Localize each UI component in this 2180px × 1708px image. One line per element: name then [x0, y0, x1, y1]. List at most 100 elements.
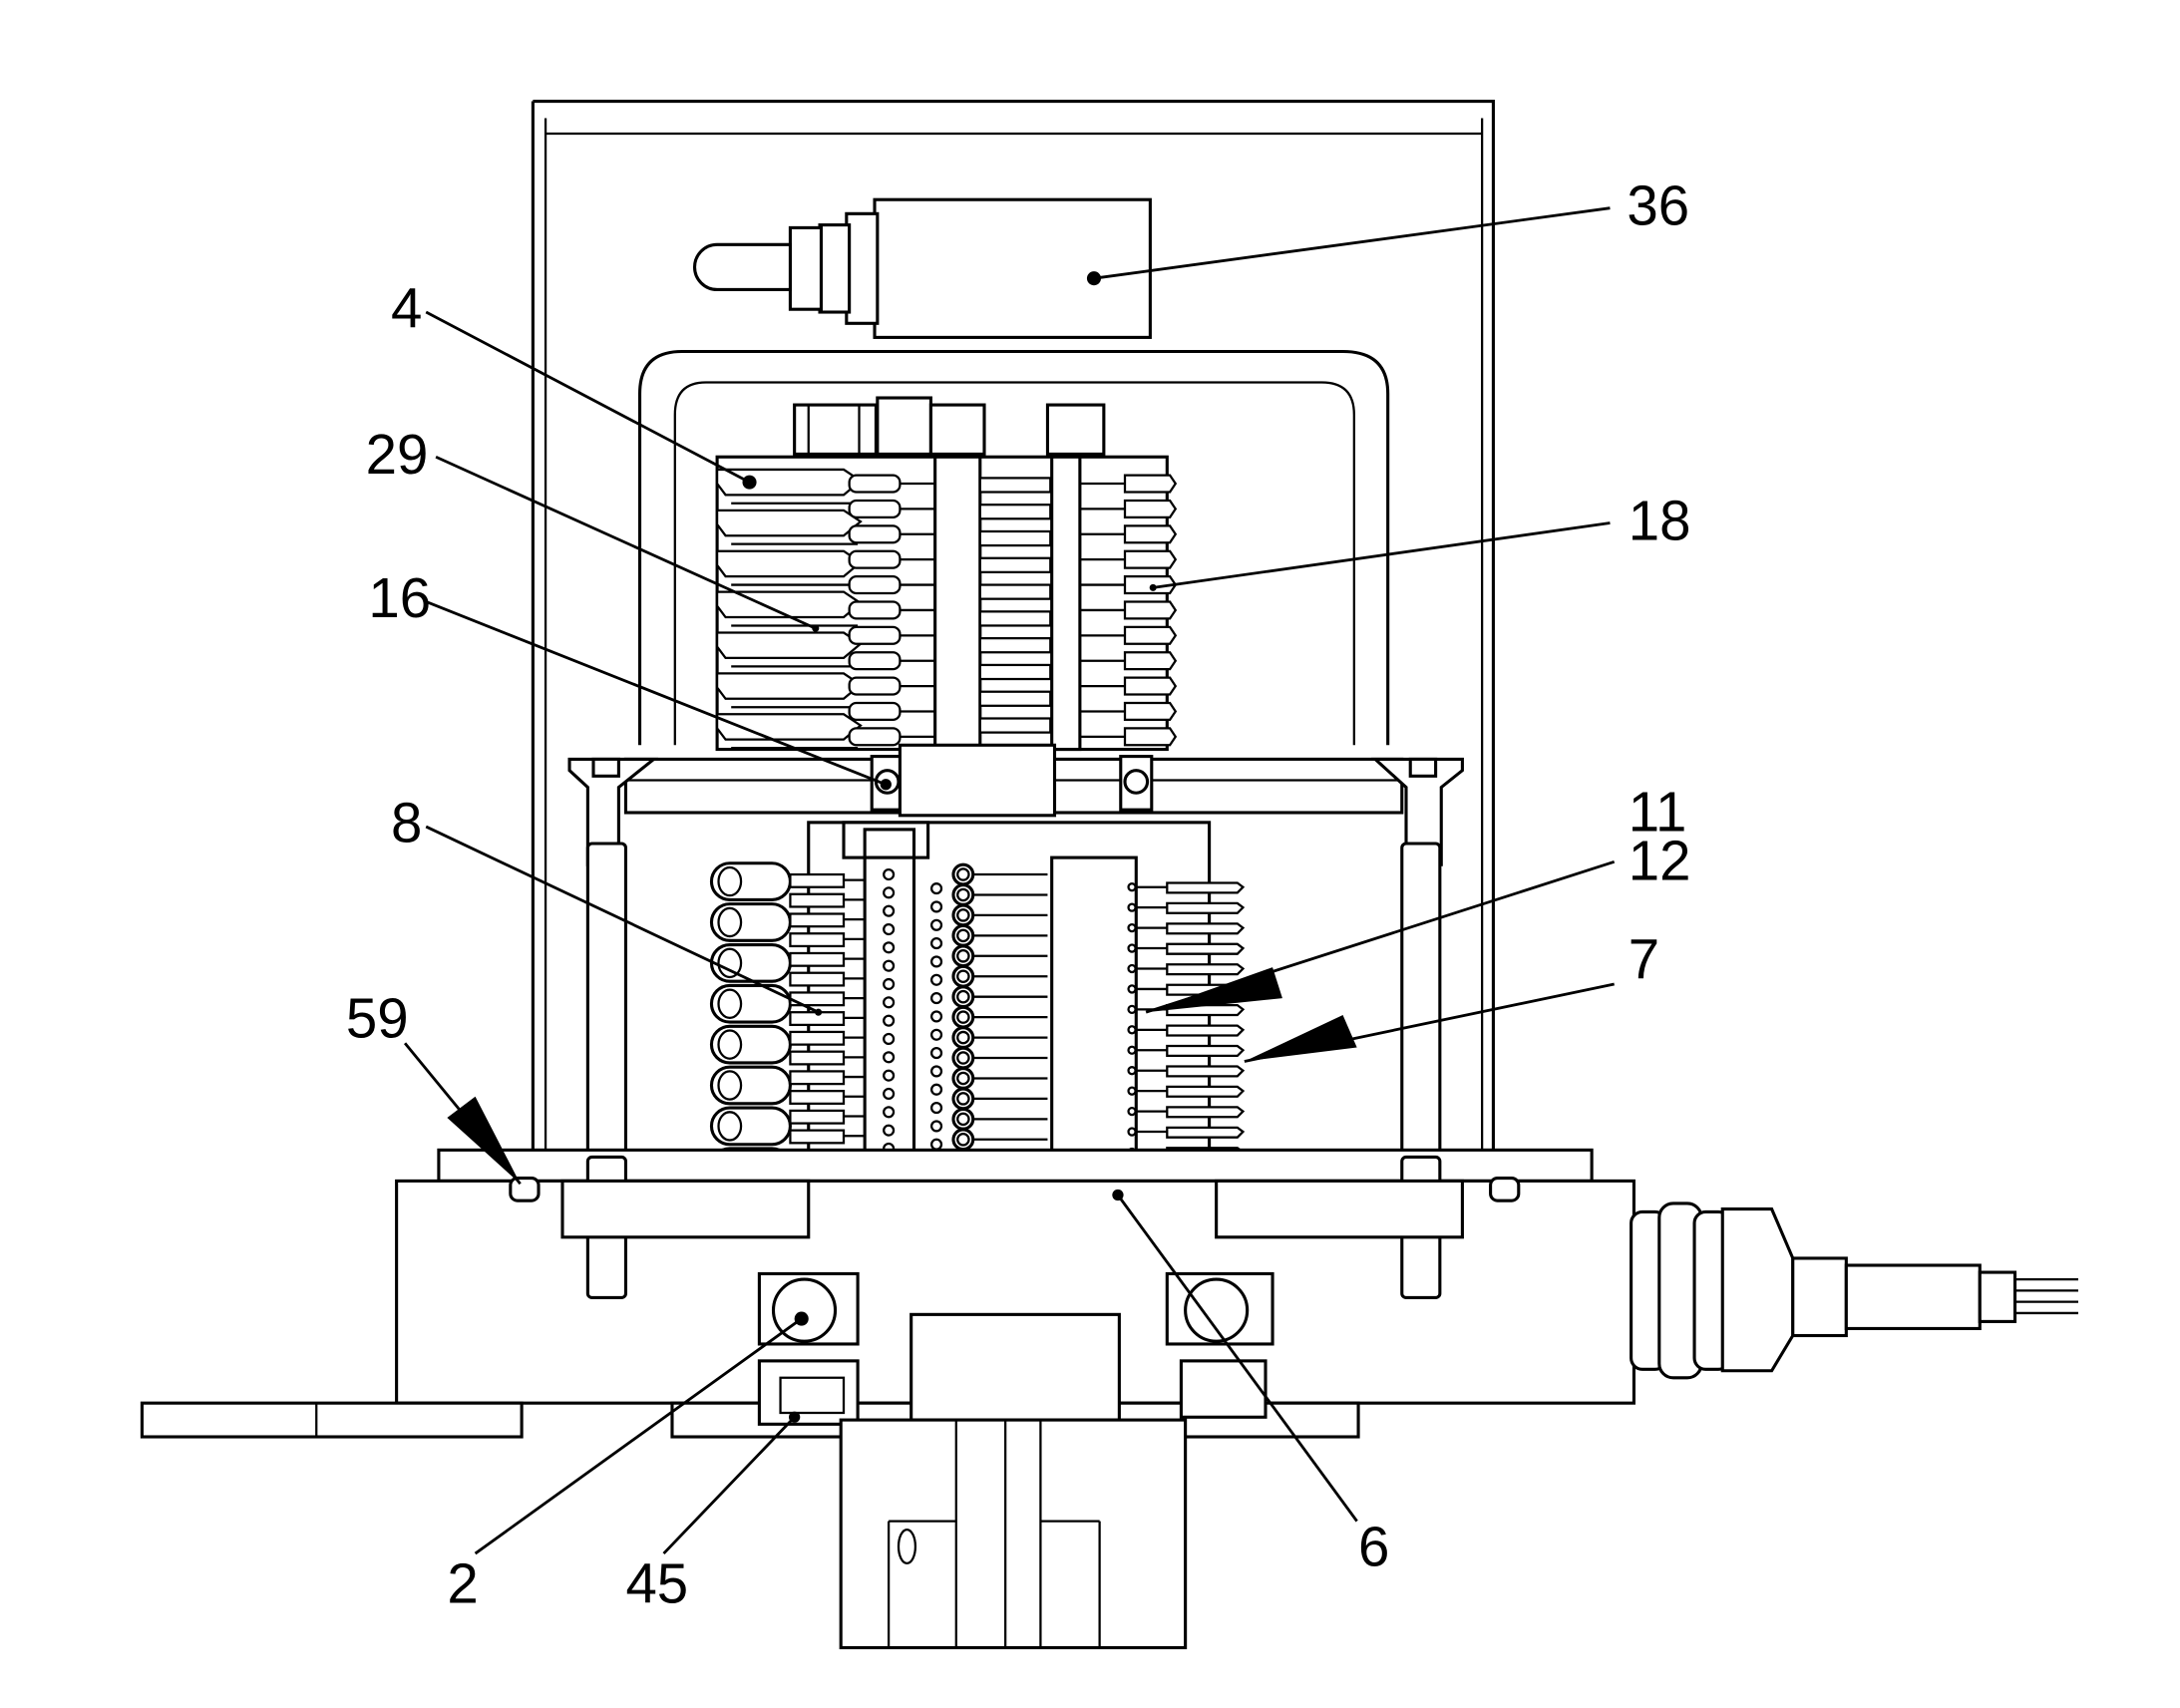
shaft-hole	[929, 918, 943, 931]
contact-ball-inner	[956, 969, 970, 984]
contact-ball	[951, 1067, 975, 1090]
upper-right-finger	[1123, 549, 1178, 569]
lower-right-pin	[1127, 984, 1137, 994]
lower-right-finger	[1166, 1024, 1246, 1037]
lower-right-pin	[1127, 1066, 1137, 1076]
contact-ball	[951, 862, 975, 886]
upper-center-plate	[978, 690, 1052, 707]
shaft-hole	[883, 1014, 896, 1027]
lower-left-contact	[789, 872, 846, 888]
contact-ball-inner	[956, 928, 970, 943]
upper-center-plate	[978, 610, 1052, 627]
upper-left-terminal	[848, 574, 902, 595]
upper-center-plate	[978, 477, 1052, 494]
upper-center-plate	[978, 663, 1052, 681]
upper-right-finger	[1123, 676, 1178, 696]
lower-left-contact	[789, 1129, 846, 1145]
shaft-hole	[929, 1065, 943, 1078]
lower-right-finger	[1166, 1044, 1246, 1058]
lower-left-lug	[709, 1065, 792, 1106]
upper-left-finger	[715, 468, 863, 497]
lower-right-pin	[1127, 1025, 1137, 1035]
contact-ball	[951, 1046, 975, 1070]
shaft-hole	[929, 955, 943, 968]
callout-45: 45	[625, 1551, 688, 1614]
lower-left-lug-hole	[717, 906, 743, 938]
callout-18: 18	[1629, 489, 1691, 551]
lower-right-finger	[1166, 1065, 1246, 1078]
contact-ball	[951, 1005, 975, 1029]
shaft-hole	[929, 937, 943, 950]
callout-4: 4	[391, 277, 422, 340]
shaft-hole	[883, 886, 896, 899]
cage-frame	[637, 349, 1390, 746]
lower-right-finger	[1166, 881, 1246, 894]
lower-right-pin	[1127, 922, 1137, 933]
lower-right-pin	[1127, 1106, 1137, 1117]
lower-right-pin	[1127, 902, 1137, 912]
contact-ball-inner	[956, 908, 970, 922]
middle-plate	[567, 743, 1464, 1302]
upper-contact-stack	[715, 396, 1178, 752]
contact-ball-inner	[956, 1092, 970, 1106]
shaft-hole	[929, 1138, 943, 1151]
lower-left-contact	[789, 892, 846, 908]
shaft-hole	[883, 1051, 896, 1064]
upper-left-terminal	[848, 600, 902, 620]
upper-right-finger	[1123, 574, 1178, 595]
contact-ball	[951, 903, 975, 927]
lower-right-finger	[1166, 963, 1246, 976]
lower-right-pin	[1127, 963, 1137, 974]
lower-left-lug-hole	[717, 1111, 743, 1142]
lower-left-lug	[709, 1106, 792, 1147]
upper-right-finger	[1123, 625, 1178, 645]
contact-ball	[951, 1128, 975, 1152]
lower-left-lug-hole	[717, 947, 743, 979]
part-36-component	[692, 197, 1152, 339]
upper-left-finger	[715, 549, 863, 578]
shaft-hole	[883, 1069, 896, 1082]
upper-left-finger	[715, 672, 863, 700]
lower-right-pin	[1127, 943, 1137, 953]
contact-ball-inner	[956, 1010, 970, 1024]
lower-left-contact	[789, 1050, 846, 1066]
callout-59: 59	[346, 987, 409, 1050]
shaft-hole	[929, 1083, 943, 1096]
lower-right-finger	[1166, 922, 1246, 935]
upper-left-terminal	[848, 524, 902, 544]
lower-left-contact	[789, 912, 846, 928]
callout-2: 2	[447, 1551, 478, 1614]
shaft-hole	[929, 992, 943, 1005]
lower-left-contact	[789, 932, 846, 948]
shaft-hole	[883, 996, 896, 1009]
upper-right-finger	[1123, 524, 1178, 544]
callout-36: 36	[1627, 174, 1689, 237]
shaft-hole	[929, 1010, 943, 1023]
shaft-hole	[929, 1102, 943, 1115]
upper-left-terminal	[848, 701, 902, 722]
lower-left-contact	[789, 1109, 846, 1125]
cable-connector	[1630, 1201, 2078, 1380]
contact-ball-inner	[956, 867, 970, 881]
contact-ball	[951, 964, 975, 988]
shaft-hole	[883, 941, 896, 954]
callout-6: 6	[1358, 1516, 1389, 1578]
upper-left-finger	[715, 631, 863, 660]
lower-left-contact	[789, 1090, 846, 1105]
shaft-hole	[883, 1106, 896, 1119]
shaft-hole	[929, 882, 943, 895]
shaft-hole	[929, 1028, 943, 1041]
contact-ball	[951, 923, 975, 947]
upper-right-finger	[1123, 499, 1178, 519]
contact-ball-inner	[956, 949, 970, 963]
callout-labels: 36 4 29 18 16 11 12 8 7 59 2 45 6	[346, 174, 1691, 1615]
lower-right-pin	[1127, 1086, 1137, 1096]
upper-center-plate	[978, 504, 1052, 520]
upper-center-plate	[978, 717, 1052, 734]
shaft-hole	[883, 1124, 896, 1137]
outer-housing	[531, 99, 1495, 1151]
lower-left-contact	[789, 1030, 846, 1046]
callout-7: 7	[1629, 927, 1659, 990]
lower-right-finger	[1166, 1085, 1246, 1098]
shaft-hole	[929, 1047, 943, 1060]
